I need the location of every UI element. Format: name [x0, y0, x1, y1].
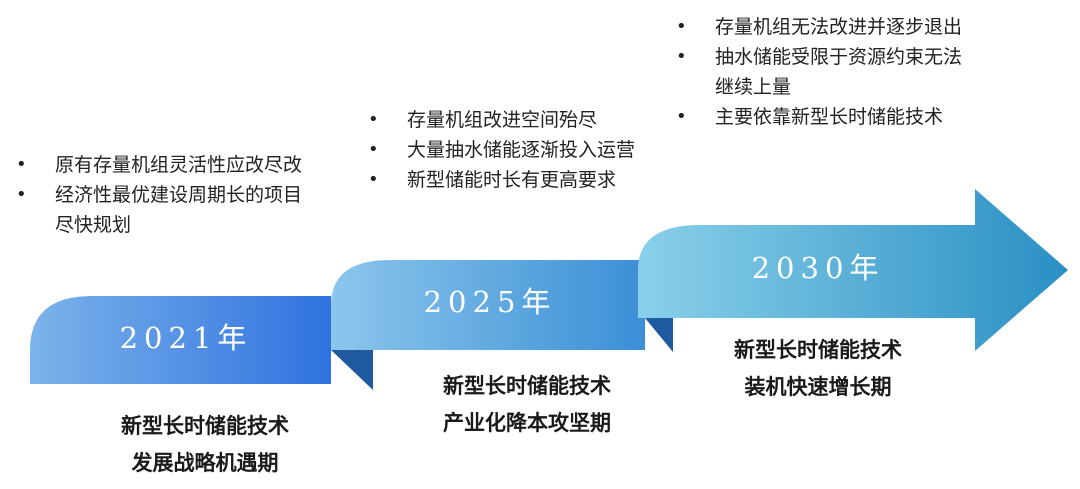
phase-label-line2: 装机快速增长期 — [744, 375, 892, 399]
step-2025: 2025年 — [331, 260, 673, 352]
bullet-item: 继续上量 — [715, 76, 792, 98]
step-2025-block — [331, 260, 645, 350]
phase-label-2021: 新型长时储能技术 发展战略机遇期 — [70, 408, 340, 482]
bullet-item: •存量机组改进空间殆尽 — [364, 105, 635, 135]
bullet-item: •抽水储能受限于资源约束无法 — [672, 42, 962, 72]
bullets-2030: •存量机组无法改进并逐步退出 •抽水储能受限于资源约束无法 继续上量 •主要依靠… — [672, 12, 962, 132]
phase-label-line2: 发展战略机遇期 — [131, 451, 279, 475]
bullet-dot-icon: • — [368, 139, 379, 160]
bullet-dot-icon: • — [676, 16, 687, 37]
bullet-dot-icon: • — [368, 109, 379, 130]
bullet-dot-icon: • — [16, 184, 27, 205]
bullet-item: •原有存量机组灵活性应改尽改 — [12, 150, 302, 180]
bullet-dot-icon: • — [368, 169, 379, 190]
phase-label-2025: 新型长时储能技术 产业化降本攻坚期 — [392, 368, 662, 442]
bullet-item: •主要依靠新型长时储能技术 — [672, 102, 962, 132]
phase-label-line1: 新型长时储能技术 — [443, 374, 611, 398]
step-2030: 2030年 — [638, 189, 1068, 351]
phase-label-line1: 新型长时储能技术 — [734, 338, 902, 362]
bullet-item: •存量机组无法改进并逐步退出 — [672, 12, 962, 42]
phase-label-2030: 新型长时储能技术 装机快速增长期 — [683, 332, 953, 406]
bullet-item: •经济性最优建设周期长的项目 — [12, 180, 302, 210]
year-2021: 2021年 — [120, 321, 253, 355]
bullets-2021: •原有存量机组灵活性应改尽改 •经济性最优建设周期长的项目 尽快规划 — [12, 150, 302, 240]
phase-label-line1: 新型长时储能技术 — [121, 414, 289, 438]
bullet-dot-icon: • — [676, 46, 687, 67]
bullet-item: •新型储能时长有更高要求 — [364, 165, 635, 195]
year-2025: 2025年 — [424, 285, 557, 319]
bullets-2025: •存量机组改进空间殆尽 •大量抽水储能逐渐投入运营 •新型储能时长有更高要求 — [364, 105, 635, 195]
step-2021: 2021年 — [30, 296, 373, 390]
step-2030-arrow — [638, 189, 1068, 351]
year-2030: 2030年 — [752, 251, 885, 285]
bullet-dot-icon: • — [16, 154, 27, 175]
step-2021-block — [30, 296, 331, 384]
phase-label-line2: 产业化降本攻坚期 — [443, 411, 611, 435]
bullet-dot-icon: • — [676, 106, 687, 127]
bullet-item: 尽快规划 — [55, 214, 132, 236]
bullet-item: •大量抽水储能逐渐投入运营 — [364, 135, 635, 165]
